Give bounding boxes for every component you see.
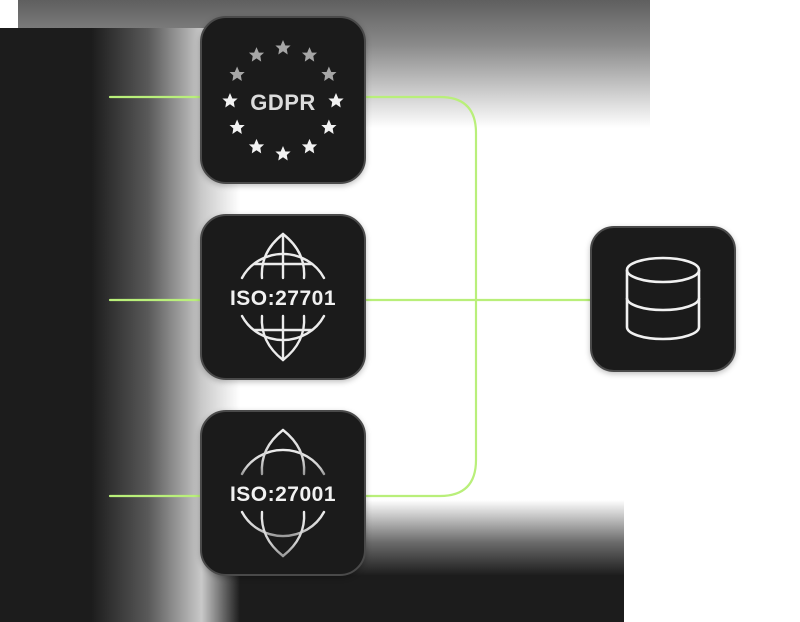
connector-gdpr-to-bus [364, 95, 478, 302]
star-icon [321, 66, 337, 81]
gdpr-badge: GDPR [200, 16, 366, 184]
database-node [590, 226, 736, 372]
star-icon [248, 138, 265, 154]
database-icon [625, 256, 701, 341]
star-icon [229, 66, 245, 81]
star-icon [275, 40, 291, 55]
star-icon [275, 146, 291, 161]
gdpr-label: GDPR [250, 90, 316, 115]
star-icon [229, 119, 245, 134]
globe-icon [240, 428, 326, 558]
star-icon [321, 119, 337, 134]
iso27001-badge: ISO:27001 [200, 410, 366, 576]
iso27001-label: ISO:27001 [229, 483, 337, 506]
iso27701-label: ISO:27701 [229, 287, 337, 310]
globe-icon [240, 232, 326, 362]
star-icon [248, 47, 265, 62]
iso27701-badge: ISO:27701 [200, 214, 366, 380]
star-icon [301, 138, 318, 154]
star-icon [301, 47, 318, 62]
connector-iso27001-to-bus [364, 298, 478, 498]
